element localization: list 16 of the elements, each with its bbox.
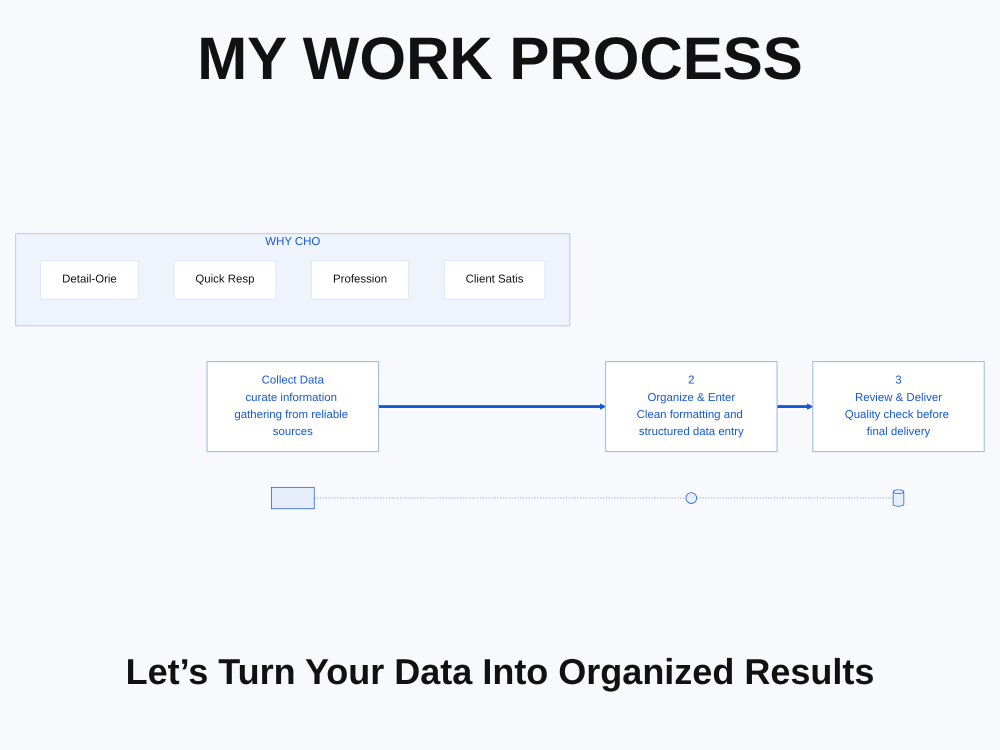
caption: Let’s Turn Your Data Into Organized Results: [124, 651, 876, 693]
node-box: 3 Review & Deliver Quality check before final delivery: [812, 360, 985, 452]
node-circle: [686, 492, 698, 504]
node-picture: [271, 486, 315, 509]
node-cylinder: [892, 489, 904, 506]
connector: [314, 497, 686, 498]
arrow: [378, 403, 606, 410]
node-box: Client Satis: [444, 260, 546, 300]
node-box: Detail-Orie: [40, 260, 139, 300]
node-box: Quick Resp: [174, 260, 276, 300]
connector: [696, 497, 894, 498]
node-box: Collect Data curate information gathering from reliable sources: [206, 360, 380, 452]
title: MY WORK PROCESS: [196, 24, 804, 93]
node-box: 2 Organize & Enter Clean formatting and structured data entry: [605, 360, 778, 452]
arrow: [777, 403, 814, 410]
node-box: Profession: [311, 260, 409, 300]
